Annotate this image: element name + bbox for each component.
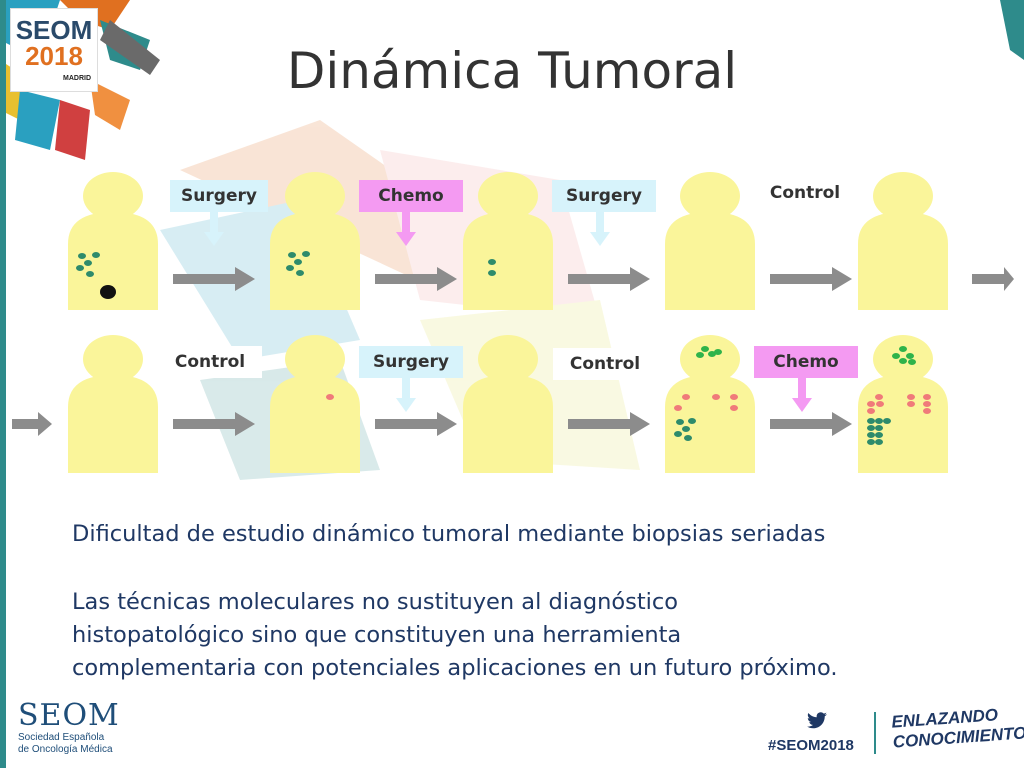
left-accent-bar — [0, 0, 6, 768]
cells-r1-2 — [286, 251, 310, 276]
footer-sub-line1: Sociedad Española — [18, 732, 105, 743]
tumor-mass — [100, 285, 116, 299]
figure-r2-1 — [68, 335, 158, 473]
label-r2-control-2: Control — [553, 348, 657, 380]
label-r1-surgery-2: Surgery — [552, 180, 656, 212]
footer-sub-line2: de Oncología Médica — [18, 744, 113, 755]
cells-r2-4 — [674, 346, 738, 441]
label-r1-chemo: Chemo — [359, 180, 463, 212]
arrow-r2-start — [12, 412, 52, 436]
text-para2-line2: histopatológico sino que constituyen una… — [72, 622, 682, 648]
text-para2-line3: complementaria con potenciales aplicacio… — [72, 655, 838, 681]
pointer-chemo-2 — [792, 378, 812, 412]
footer-separator — [874, 712, 876, 754]
figure-r1-4 — [665, 172, 755, 310]
twitter-icon — [807, 712, 827, 729]
arrow-r2-2 — [375, 412, 457, 436]
cells-r1-1 — [76, 252, 100, 277]
text-para2-line1: Las técnicas moleculares no sustituyen a… — [72, 589, 679, 615]
pointer-surgery-3 — [396, 378, 416, 412]
seom-footer-logo: SEOM Sociedad Española de Oncología Médi… — [18, 700, 120, 756]
body-text: Dificultad de estudio dinámico tumoral m… — [72, 518, 972, 685]
arrow-r2-4 — [770, 412, 852, 436]
arrow-r2-3 — [568, 412, 650, 436]
label-r2-surgery: Surgery — [359, 346, 463, 378]
label-r1-surgery-1: Surgery — [170, 180, 268, 212]
label-r2-chemo: Chemo — [754, 346, 858, 378]
cells-r2-5 — [867, 346, 931, 445]
arrow-r2-1 — [173, 412, 255, 436]
figure-r1-5 — [858, 172, 948, 310]
logo-city-text: MADRID — [63, 75, 91, 82]
arrow-r1-3 — [568, 267, 650, 291]
cells-r2-2 — [326, 394, 334, 400]
pointer-surgery-1 — [204, 212, 224, 246]
figure-r2-3 — [463, 335, 553, 473]
arrow-r1-1 — [173, 267, 255, 291]
cells-r1-3 — [488, 259, 496, 276]
footer-seom-text: SEOM — [18, 698, 120, 733]
label-r2-control-1: Control — [158, 346, 262, 378]
figure-r2-2 — [270, 335, 360, 473]
hashtag: #SEOM2018 — [768, 737, 854, 754]
figure-r1-3 — [463, 172, 553, 310]
arrow-r1-4 — [770, 267, 852, 291]
pointer-chemo-1 — [396, 212, 416, 246]
text-line-1: Dificultad de estudio dinámico tumoral m… — [72, 521, 826, 547]
logo-year-text: 2018 — [25, 41, 83, 71]
seom-2018-logo: SEOM 2018 MADRID — [10, 8, 98, 92]
page-title: Dinámica Tumoral — [286, 42, 738, 100]
label-r1-control: Control — [756, 177, 854, 209]
arrow-r1-continue — [972, 267, 1014, 291]
pointer-surgery-2 — [590, 212, 610, 246]
logo-seom-text: SEOM — [15, 15, 93, 45]
figure-r1-2 — [270, 172, 360, 310]
arrow-r1-2 — [375, 267, 457, 291]
